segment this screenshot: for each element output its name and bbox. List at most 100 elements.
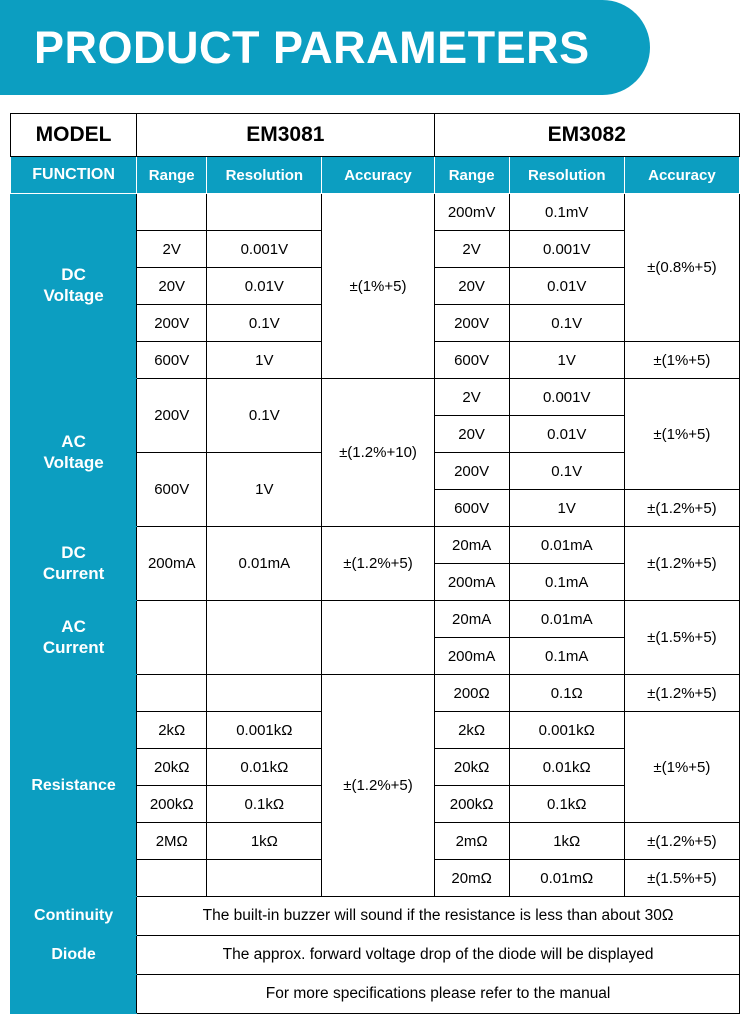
range-em3082: 2mΩ [433,822,510,860]
range-em3082: 200V [433,304,510,342]
range-em3081: 600V [136,341,208,379]
accuracy-em3082: ±(1.5%+5) [623,859,741,897]
accuracy-em3082: ±(1.2%+5) [623,526,741,601]
resolution-em3081 [206,859,323,897]
range-em3082: 20kΩ [433,748,510,786]
resolution-em3082: 1V [508,489,625,527]
note-label-continuity: Continuity [9,896,138,936]
note-label-blank [9,974,138,1014]
resolution-em3082: 1kΩ [508,822,625,860]
range-em3081: 600V [136,452,208,527]
resolution-em3082: 0.01V [508,267,625,305]
resolution-em3082: 0.01mΩ [508,859,625,897]
range-em3081: 200V [136,304,208,342]
resolution-em3082: 0.1kΩ [508,785,625,823]
note-text: The built-in buzzer will sound if the re… [136,896,740,936]
note-text: The approx. forward voltage drop of the … [136,935,740,975]
accuracy-em3082: ±(1.2%+5) [623,674,741,712]
resolution-em3082: 1V [508,341,625,379]
resolution-em3082: 0.01mA [508,600,625,638]
range-em3081: 200mA [136,526,208,601]
range-em3082: 200mV [433,193,510,231]
accuracy-em3081: ±(1.2%+10) [321,378,435,527]
resolution-em3082: 0.01V [508,415,625,453]
resolution-em3082: 0.001kΩ [508,711,625,749]
resolution-em3082: 0.01kΩ [508,748,625,786]
model-em3082: EM3082 [433,113,741,157]
range-em3082: 20mA [433,526,510,564]
function-label-resistance: Resistance [9,674,138,897]
resolution-em3081: 1kΩ [206,822,323,860]
column-header-range-em3081: Range [136,156,208,194]
range-em3082: 200kΩ [433,785,510,823]
range-em3081 [136,193,208,231]
range-em3082: 200Ω [433,674,510,712]
resolution-em3082: 0.001V [508,230,625,268]
accuracy-em3081: ±(1.2%+5) [321,674,435,897]
resolution-em3081: 1V [206,341,323,379]
resolution-em3081: 0.01mA [206,526,323,601]
accuracy-em3082: ±(1.2%+5) [623,822,741,860]
resolution-em3081: 0.1kΩ [206,785,323,823]
note-row: For more specifications please refer to … [9,974,740,1014]
range-em3081: 200kΩ [136,785,208,823]
resolution-em3082: 0.01mA [508,526,625,564]
accuracy-em3081: ±(1.2%+5) [321,526,435,601]
model-em3081: EM3081 [136,113,435,157]
accuracy-em3082: ±(1.5%+5) [623,600,741,675]
range-em3082: 20V [433,267,510,305]
column-header-resolution-em3081: Resolution [206,156,323,194]
column-header-resolution-em3082: Resolution [508,156,625,194]
resolution-em3081 [206,600,323,675]
resolution-em3082: 0.1V [508,452,625,490]
resolution-em3081: 0.001kΩ [206,711,323,749]
resolution-em3082: 0.1mA [508,563,625,601]
resolution-em3082: 0.1mV [508,193,625,231]
range-em3082: 2V [433,230,510,268]
resolution-em3082: 0.001V [508,378,625,416]
resolution-em3081: 0.001V [206,230,323,268]
resolution-em3081 [206,674,323,712]
range-em3082: 600V [433,489,510,527]
note-label-diode: Diode [9,935,138,975]
range-em3081 [136,674,208,712]
resolution-em3082: 0.1mA [508,637,625,675]
range-em3081: 20kΩ [136,748,208,786]
resolution-em3081: 0.01V [206,267,323,305]
resolution-em3081: 1V [206,452,323,527]
page-title: PRODUCT PARAMETERS [34,22,590,73]
accuracy-em3081 [321,600,435,675]
accuracy-em3081: ±(1%+5) [321,193,435,379]
range-em3081: 2MΩ [136,822,208,860]
range-em3082: 200V [433,452,510,490]
range-em3082: 20mA [433,600,510,638]
range-em3082: 2V [433,378,510,416]
range-em3082: 200mA [433,563,510,601]
range-em3082: 200mA [433,637,510,675]
resolution-em3081: 0.1V [206,378,323,453]
resolution-em3081: 0.1V [206,304,323,342]
resolution-em3081: 0.01kΩ [206,748,323,786]
